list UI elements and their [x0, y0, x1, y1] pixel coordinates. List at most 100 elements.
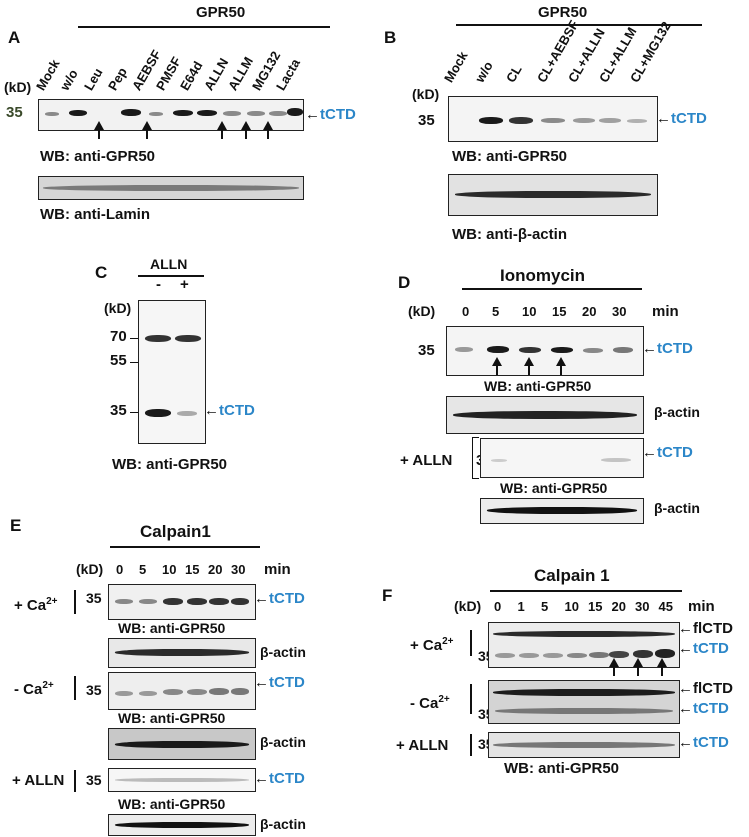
panel-d-wb2: WB: anti-GPR50 — [500, 480, 608, 496]
panel-e-kd-label: (kD) — [76, 561, 104, 577]
panel-letter-b: B — [384, 28, 397, 47]
panel-a-header-line — [78, 26, 330, 28]
panel-f-time-5: 20 — [611, 599, 626, 614]
panel-e-tctd-label-1: ←tCTD — [254, 590, 305, 607]
panel-f-header-line — [490, 590, 682, 592]
panel-e-alln-bar — [74, 770, 76, 792]
panel-b-lane-2: CL — [503, 62, 525, 85]
panel-b-kd-label: (kD) — [412, 86, 440, 102]
panel-d-bracket — [472, 437, 479, 479]
panel-d-time-0: 0 — [462, 304, 470, 319]
panel-e-marker-35c: 35 — [86, 772, 102, 788]
panel-e-ca-plus: + Ca2+ — [14, 596, 58, 614]
panel-a-lane-7: ALLN — [201, 55, 232, 93]
panel-c-marker-35: 35 — [110, 402, 127, 419]
panel-f-time-6: 30 — [635, 599, 650, 614]
panel-f-ca-minus-blot — [488, 680, 680, 724]
panel-d-gpr50-blot — [446, 326, 644, 376]
panel-e-header: Calpain1 — [140, 522, 211, 541]
panel-e-ca-minus-blot — [108, 672, 256, 710]
panel-e-wb-1: WB: anti-GPR50 — [118, 620, 226, 636]
panel-a-lane-0: Mock — [33, 56, 63, 93]
panel-b-wb-top: WB: anti-GPR50 — [452, 148, 568, 165]
panel-e-tctd-label-2: ←tCTD — [254, 674, 305, 691]
panel-letter-c: C — [95, 263, 108, 282]
panel-a-tctd-label: ←tCTD — [305, 106, 356, 123]
panel-a-kd-label: (kD) — [4, 79, 32, 95]
panel-d-actin2-label: β-actin — [654, 500, 700, 516]
panel-f-time-0: 0 — [494, 599, 502, 614]
panel-c-marker-55: 55 — [110, 352, 127, 369]
panel-d-alln-blot — [480, 438, 644, 478]
panel-f-time-3: 10 — [564, 599, 579, 614]
panel-b-header: GPR50 — [538, 4, 588, 21]
panel-e-time-3: 15 — [185, 562, 200, 577]
panel-e-header-line — [110, 546, 260, 548]
panel-d-tctd-label: ←tCTD — [642, 340, 693, 357]
panel-b-actin-blot — [448, 174, 658, 216]
panel-d-time-1: 5 — [492, 304, 500, 319]
panel-e-time-5: 30 — [231, 562, 246, 577]
panel-b-wb-bottom: WB: anti-β-actin — [452, 226, 567, 243]
panel-c-blot — [138, 300, 206, 444]
panel-c-minus: - — [156, 276, 161, 293]
panel-b-tctd-label: ←tCTD — [656, 110, 707, 127]
panel-f-ca-plus: + Ca2+ — [410, 636, 454, 654]
panel-c-header-line — [138, 275, 204, 277]
panel-f-tctd-label-2: ←tCTD — [678, 700, 729, 717]
panel-a-header: GPR50 — [196, 4, 246, 21]
panel-c-plus: + — [180, 276, 189, 293]
panel-d-marker-35: 35 — [418, 342, 435, 359]
panel-e-ca-plus-blot — [108, 584, 256, 620]
panel-c-marker-70: 70 — [110, 328, 127, 345]
panel-e-actin-label-1: β-actin — [260, 644, 306, 660]
panel-d-time-4: 20 — [582, 304, 597, 319]
panel-e-time-1: 5 — [139, 562, 147, 577]
panel-c-header: ALLN — [150, 256, 188, 272]
panel-a-wb-top: WB: anti-GPR50 — [40, 148, 156, 165]
panel-b-lane-0: Mock — [441, 48, 471, 85]
panel-f-alln-blot — [488, 732, 680, 758]
panel-e-actin-label-2: β-actin — [260, 734, 306, 750]
panel-d-time-3: 15 — [552, 304, 567, 319]
panel-f-time-1: 1 — [517, 599, 525, 614]
panel-e-ca-plus-bar — [74, 590, 76, 614]
panel-d-actin2-blot — [480, 498, 644, 524]
panel-f-flctd-label-1: ←flCTD — [678, 620, 733, 637]
panel-c-tick-35 — [130, 412, 138, 413]
panel-e-time-2: 10 — [162, 562, 177, 577]
panel-a-marker-35: 35 — [6, 104, 23, 121]
panel-letter-a: A — [8, 28, 21, 47]
panel-c-tick-55 — [130, 362, 138, 363]
panel-f-unit: min — [688, 598, 715, 615]
panel-e-tctd-label-3: ←tCTD — [254, 770, 305, 787]
panel-d-alln-label: + ALLN — [400, 452, 453, 469]
panel-b-lane-1: w/o — [472, 58, 496, 85]
panel-e-wb-3: WB: anti-GPR50 — [118, 796, 226, 812]
panel-f-time-7: 45 — [658, 599, 673, 614]
panel-f-alln-bar — [470, 734, 472, 756]
panel-a-lamin-blot — [38, 176, 304, 200]
panel-f-header: Calpain 1 — [534, 566, 610, 585]
panel-e-marker-35a: 35 — [86, 590, 102, 606]
panel-b-header-line — [456, 24, 702, 26]
panel-f-time-4: 15 — [588, 599, 603, 614]
panel-e-actin-blot-3 — [108, 814, 256, 836]
panel-a-wb-bottom: WB: anti-Lamin — [40, 206, 150, 223]
panel-e-ca-minus-bar — [74, 676, 76, 700]
panel-e-actin-blot-2 — [108, 728, 256, 760]
panel-d-tctd-label-2: ←tCTD — [642, 444, 693, 461]
panel-f-flctd-label-2: ←flCTD — [678, 680, 733, 697]
panel-b-marker-35: 35 — [418, 112, 435, 129]
panel-e-time-4: 20 — [208, 562, 223, 577]
panel-letter-d: D — [398, 273, 411, 292]
panel-c-kd-label: (kD) — [104, 300, 132, 316]
panel-e-unit: min — [264, 561, 291, 578]
panel-f-time-2: 5 — [541, 599, 549, 614]
panel-d-time-5: 30 — [612, 304, 627, 319]
panel-f-ca-plus-blot — [488, 622, 680, 668]
panel-e-ca-minus: - Ca2+ — [14, 680, 54, 698]
panel-f-ca-plus-bar — [470, 630, 472, 656]
panel-d-time-2: 10 — [522, 304, 537, 319]
panel-f-alln-label: + ALLN — [396, 737, 449, 754]
